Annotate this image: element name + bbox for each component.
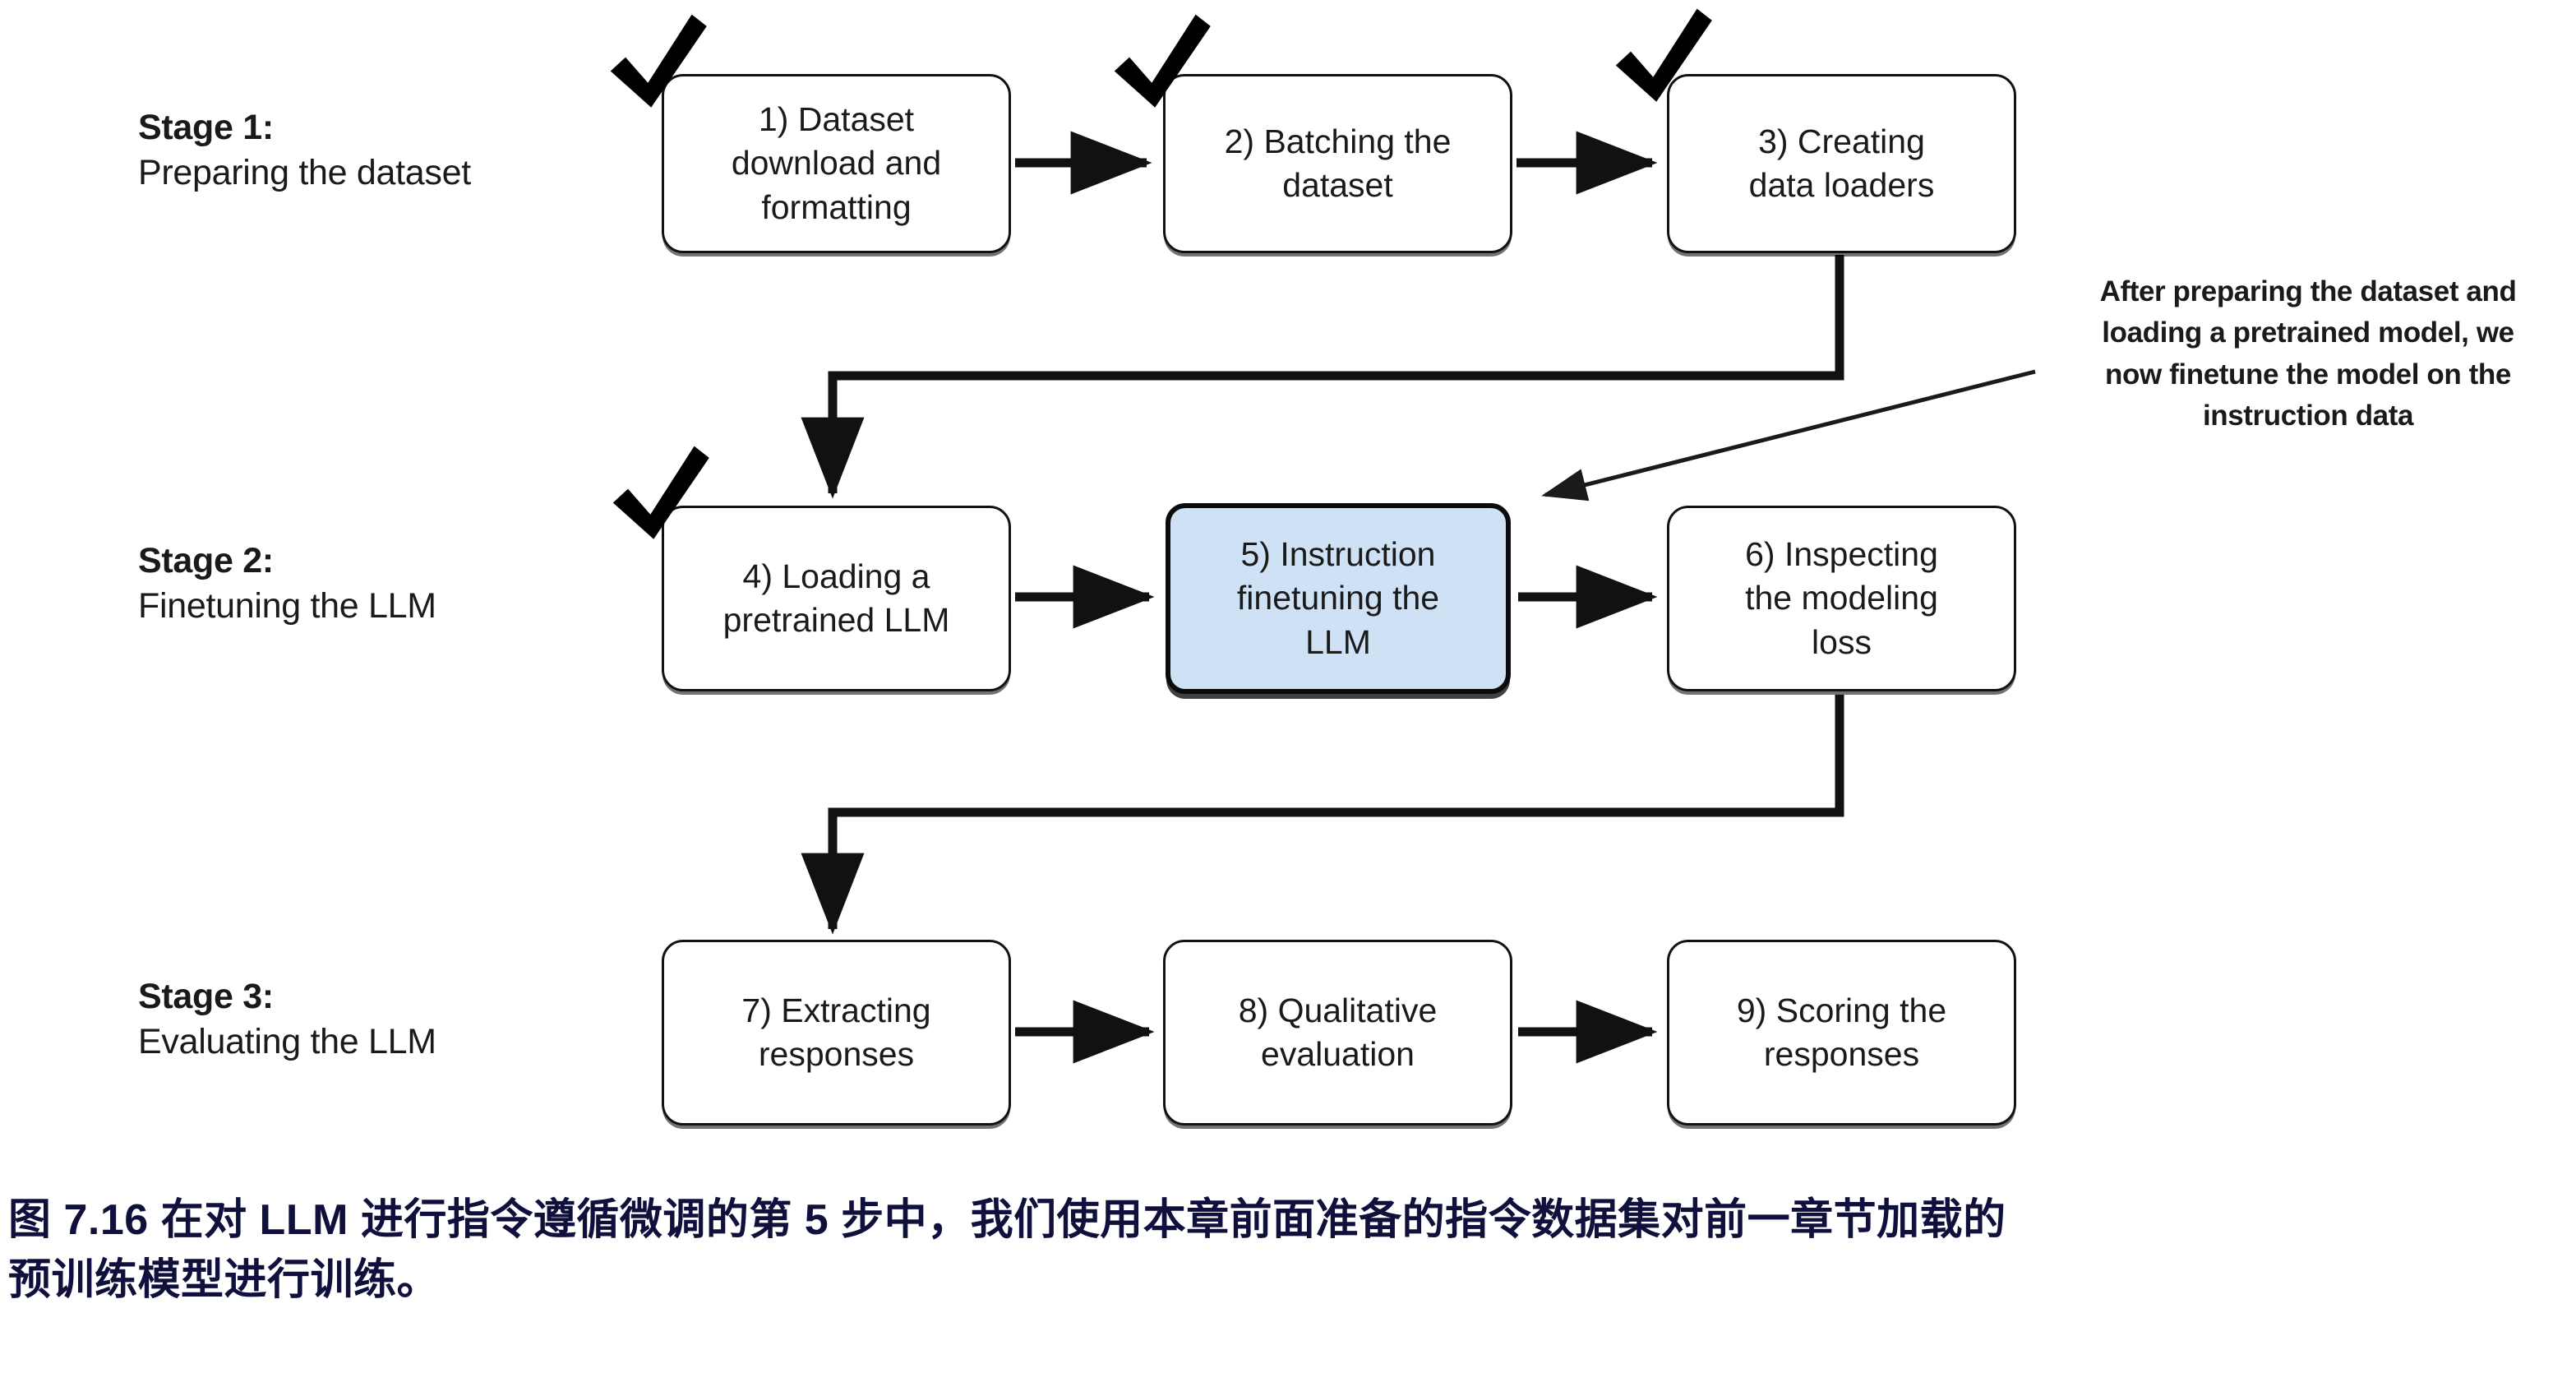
arrow-3-to-4 <box>801 255 1844 499</box>
arrow-6-to-7 <box>801 695 1844 935</box>
figure-caption: 图 7.16 在对 LLM 进行指令遵循微调的第 5 步中，我们使用本章前面准备… <box>8 1190 2564 1311</box>
annotation-pointer-arrow <box>1541 369 2036 502</box>
flow-node-2[interactable]: 2) Batching the dataset <box>1163 74 1512 253</box>
stage-title-2: Stage 2: <box>138 541 274 580</box>
annotation-line-3: now finetune the model on the <box>2105 358 2511 391</box>
flow-node-8[interactable]: 8) Qualitative evaluation <box>1163 940 1512 1126</box>
stage-title-3: Stage 3: <box>138 977 274 1016</box>
annotation-line-1: After preparing the dataset and <box>2099 275 2517 307</box>
flow-node-5[interactable]: 5) Instruction finetuning the LLM <box>1166 503 1511 694</box>
stage-label-2: Stage 2: Finetuning the LLM <box>138 539 436 629</box>
annotation-note: After preparing the dataset and loading … <box>2045 271 2571 437</box>
flow-node-6[interactable]: 6) Inspecting the modeling loss <box>1667 506 2016 691</box>
flow-node-8-label: 8) Qualitative evaluation <box>1238 991 1438 1073</box>
stage-subtitle-2: Finetuning the LLM <box>138 586 436 626</box>
flow-node-7[interactable]: 7) Extracting responses <box>662 940 1011 1126</box>
stage-subtitle-1: Preparing the dataset <box>138 153 471 193</box>
stage-label-3: Stage 3: Evaluating the LLM <box>138 974 436 1065</box>
flow-node-2-label: 2) Batching the dataset <box>1224 122 1452 204</box>
flow-node-7-label: 7) Extracting responses <box>741 991 931 1073</box>
flow-node-9-label: 9) Scoring the responses <box>1736 991 1947 1073</box>
stage-label-1: Stage 1: Preparing the dataset <box>138 105 471 196</box>
stage-title-1: Stage 1: <box>138 108 274 147</box>
flow-node-3-label: 3) Creating data loaders <box>1748 122 1935 204</box>
flow-node-4-label: 4) Loading a pretrained LLM <box>722 557 950 639</box>
annotation-line-2: loading a pretrained model, we <box>2102 317 2514 349</box>
flow-node-1[interactable]: 1) Dataset download and formatting <box>662 74 1011 253</box>
flow-node-1-label: 1) Dataset download and formatting <box>731 100 942 226</box>
stage-subtitle-3: Evaluating the LLM <box>138 1022 436 1062</box>
flow-node-5-label: 5) Instruction finetuning the LLM <box>1236 535 1440 661</box>
flow-node-9[interactable]: 9) Scoring the responses <box>1667 940 2016 1126</box>
figure-caption-line-2: 预训练模型进行训练。 <box>8 1255 441 1304</box>
flow-node-3[interactable]: 3) Creating data loaders <box>1667 74 2016 253</box>
flow-node-6-label: 6) Inspecting the modeling loss <box>1745 535 1938 661</box>
annotation-line-4: instruction data <box>2202 400 2414 432</box>
flow-node-4[interactable]: 4) Loading a pretrained LLM <box>662 506 1011 691</box>
figure-caption-line-1: 图 7.16 在对 LLM 进行指令遵循微调的第 5 步中，我们使用本章前面准备… <box>8 1196 2006 1244</box>
